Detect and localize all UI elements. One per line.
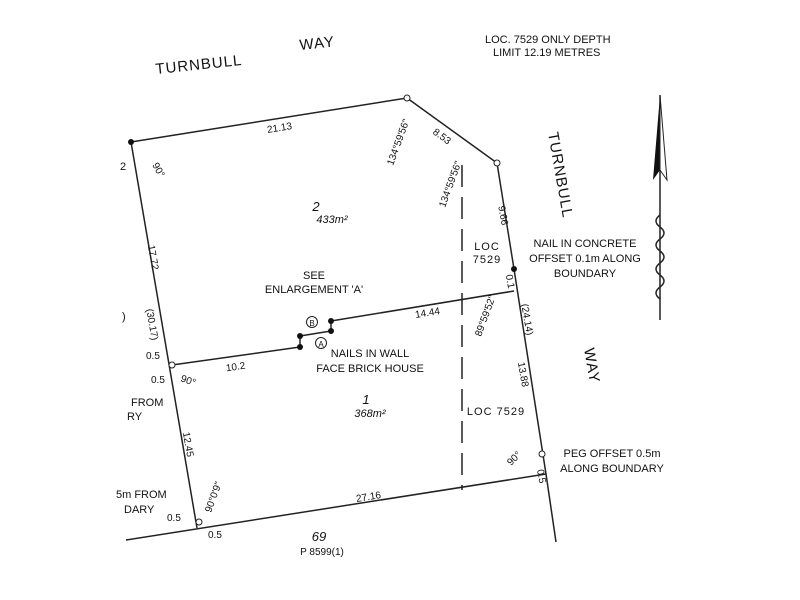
left-partial-note-2-line2: DARY [124,504,155,516]
road-name-turnbull-top: TURNBULL [155,52,243,78]
nail-concrete-note-line2: OFFSET 0.1m ALONG [529,253,641,265]
lot-1-number: 1 [362,392,369,407]
loc-lower: LOC 7529 [467,406,525,418]
dim-offset-left-mid2: 0.5 [151,375,165,386]
point-peg [538,450,546,458]
lot-2-area: 433m² [316,214,348,226]
boundary-lines [125,97,557,543]
point-wall-1 [297,344,303,350]
marker-b [306,316,318,328]
dim-right-gap: 0.1 [503,274,516,290]
point-wall-3 [328,328,334,334]
dim-left-lower: 12.45 [180,431,195,458]
dim-right-top: 9.66 [495,205,509,227]
angle-top-right-1: 134°59'56" [385,117,412,167]
nail-concrete-note-line3: BOUNDARY [554,268,617,280]
point-bottom-left [195,518,203,526]
bottom-boundary [125,473,547,541]
road-name-way-right: WAY [580,347,603,385]
depth-note-line2: LIMIT 12.19 METRES [493,47,600,59]
angle-top-right-2: 134°59'56" [437,159,464,209]
road-name-way-top: WAY [299,33,336,54]
point-wall-2 [297,333,303,339]
dim-left-upper: 17.72 [145,244,160,271]
peg-offset-note-line1: PEG OFFSET 0.5m [564,448,661,460]
divider-left [171,346,301,366]
angle-left-mid: 90° [179,373,197,389]
point-nail-concrete [511,266,517,272]
lot-69-plan: P 8599(1) [300,547,344,558]
left-boundary [130,141,198,529]
dim-right-mid: (24.14) [518,303,534,336]
dim-offset-bottom-left: 0.5 [167,513,181,524]
dim-right-low: 13.88 [515,361,530,388]
enlargement-note-line2: ENLARGEMENT 'A' [265,284,363,296]
angle-bottom-right: 90° [505,450,523,468]
angle-top-left: 90° [149,161,166,180]
right-boundary-tail [545,473,557,543]
enlargement-note-line1: SEE [303,270,325,282]
left-partial-0: 2 [120,161,126,173]
right-boundary-upper [496,162,515,270]
dim-bottom: 27.16 [355,490,382,505]
marker-b-label: B [309,319,314,328]
north-arrow-icon [653,94,668,320]
nails-wall-note-line2: FACE BRICK HOUSE [316,363,424,375]
point-right-top [493,159,501,167]
dim-top: 21.13 [266,121,293,136]
angle-bottom-left: 90°0'9" [203,480,224,514]
lot-2-number: 2 [311,199,320,214]
loc-upper-line2: 7529 [473,254,501,266]
marker-a [315,337,327,349]
depth-note-line1: LOC. 7529 ONLY DEPTH [485,34,611,46]
dim-divider-right: 14.44 [414,306,441,321]
dim-offset-bottom-left2: 0.5 [208,530,222,541]
lot-1-area: 368m² [354,408,386,420]
dim-top-right: 8.53 [430,127,453,148]
top-right-boundary [406,97,498,164]
left-partial-note-2-line1: 5m FROM [116,489,167,501]
dim-divider-left: 10.2 [225,361,246,375]
point-top [403,94,411,102]
dim-left-bracket: (30.17) [143,308,159,341]
point-left-mid [168,361,176,369]
left-partial-bracket: ) [122,311,126,323]
wall-line-2 [299,330,332,337]
nail-concrete-note-line1: NAIL IN CONCRETE [534,238,637,250]
road-name-turnbull-right: TURNBULL [544,131,576,220]
loc-upper-line1: LOC [474,241,500,253]
right-boundary-lower [513,268,547,475]
lot-69-number: 69 [312,529,326,544]
peg-offset-note-line2: ALONG BOUNDARY [560,463,664,475]
top-boundary [130,97,408,143]
divider-right [330,290,515,322]
dim-offset-right-peg: 0.5 [534,469,547,485]
angle-divider-right: 89°59'52" [473,294,498,338]
enlargement-markers: B A [306,316,327,349]
marker-a-label: A [318,340,324,349]
left-partial-note-1-line2: RY [127,411,143,423]
survey-points [128,94,546,526]
point-wall-4 [328,318,334,324]
left-partial-note-1-line1: FROM [131,397,163,409]
point-top-left [128,139,134,145]
dim-offset-left-mid: 0.5 [146,351,160,362]
nails-wall-note-line1: NAILS IN WALL [331,348,409,360]
